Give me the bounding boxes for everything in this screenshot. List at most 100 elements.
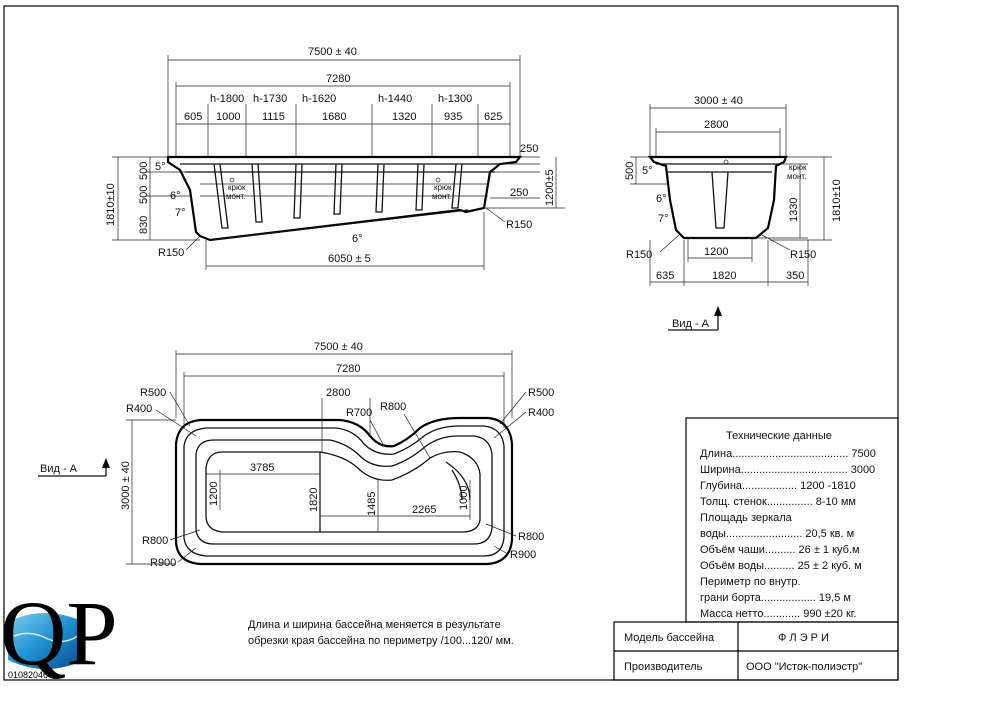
section-view-label: Вид - А (672, 318, 710, 330)
plan-inner-dim-1: 3785 (250, 462, 274, 474)
plan-shallow-zone (205, 451, 321, 533)
right-dim-1: 250 (520, 143, 538, 155)
segment-4: 1680 (322, 111, 346, 123)
section-angle-5: 5° (642, 165, 653, 177)
dim-right (484, 156, 565, 209)
section-angle-7: 7° (658, 213, 669, 225)
tech-row-10: грани борта.................. 19,5 м (700, 592, 851, 604)
plan-total-length: 7500 ± 40 (314, 341, 363, 353)
hook-mark-right (435, 177, 441, 183)
dim-inner-length (175, 82, 511, 157)
angle-6: 6° (170, 190, 181, 202)
section-hook-text-1: крюк (789, 163, 807, 172)
dim-segments (176, 104, 510, 157)
note-line-2: обрезки края бассейна по периметру /100.… (248, 635, 514, 647)
angle-5: 5° (155, 161, 166, 173)
dim-section-left (630, 156, 668, 185)
side-hook-text-1: крюк (228, 183, 246, 192)
plan-radius-1: R500 (140, 387, 166, 399)
maker-label: Производитель (624, 661, 703, 673)
plan-radius-9: R800 (518, 531, 544, 543)
section-radius-left: R150 (626, 249, 652, 261)
title-block-grid (614, 622, 898, 680)
depth-1: h-1800 (210, 93, 244, 105)
plan-inner-length: 7280 (336, 363, 360, 375)
plan-radius-5: R700 (346, 407, 372, 419)
dim-section-bottom (687, 238, 753, 262)
section-total-width: 3000 ± 40 (694, 95, 743, 107)
leader-section-r150-right (759, 233, 791, 251)
section-radius-right: R150 (790, 249, 816, 261)
plan-width: 3000 ± 40 (120, 461, 132, 510)
depth-4: h-1440 (378, 93, 412, 105)
tech-title: Технические данные (726, 430, 832, 442)
right-dim-3: 1200±5 (544, 169, 556, 206)
plan-radius-2: R400 (126, 403, 152, 415)
plan-rim-inner (183, 425, 505, 557)
section-bottom-dim-3: 350 (786, 270, 804, 282)
left-height-3: 830 (138, 216, 150, 234)
plan-radius-4: R400 (528, 407, 554, 419)
leader-r700 (369, 419, 385, 447)
leader-r900-left (177, 547, 197, 563)
side-hook-text-2: монт. (226, 192, 245, 201)
tech-row-6: воды......................... 20,5 кв. м (700, 528, 854, 540)
side-radius-right: R150 (506, 219, 532, 231)
segment-2: 1000 (216, 111, 240, 123)
logo-water-fill (8, 613, 84, 669)
segment-7: 625 (484, 111, 502, 123)
dim-section-width (649, 104, 787, 157)
side-view-outline (166, 155, 523, 242)
section-bottom-dim-1: 635 (656, 270, 674, 282)
tech-row-3: Глубина.................. 1200 -1810 (700, 480, 856, 492)
side-view-inner-lines (180, 163, 505, 241)
side-bottom-length: 6050 ± 5 (328, 253, 371, 265)
leader-r400-left (155, 409, 197, 437)
plan-step (195, 435, 493, 545)
section-depth: 1330 (788, 198, 800, 222)
qp-logo: QP 01082046 (0, 582, 118, 684)
plan-inner-dim-3: 1820 (308, 488, 320, 512)
dim-total-length (167, 55, 521, 157)
leader-r400-right (493, 411, 527, 439)
leader-section-r150-left (659, 233, 681, 253)
model-label: Модель бассейна (624, 632, 715, 644)
tech-row-4: Толщ. стенок............... 8-10 мм (700, 496, 856, 508)
drawing-frame (3, 5, 899, 681)
plan-radius-3: R500 (528, 387, 554, 399)
leader-r800-top (403, 413, 431, 459)
plan-view-arrow-head (102, 458, 110, 468)
side-inner-length: 7280 (326, 73, 350, 85)
side-hook-text-3: крюк (434, 183, 452, 192)
leader-r150-left (185, 235, 201, 251)
section-bottom-width: 1200 (704, 246, 728, 258)
section-outline (647, 155, 788, 240)
segment-5: 1320 (392, 111, 416, 123)
section-rib (711, 171, 729, 229)
section-total-height: 1810±10 (831, 179, 843, 222)
dim-plan-length (175, 350, 513, 418)
side-radius-left: R150 (158, 247, 184, 259)
depth-5: h-1300 (438, 93, 472, 105)
tech-row-9: Периметр по внутр. (700, 576, 801, 588)
plan-inner-dim-6: 1000 (458, 486, 470, 510)
side-hook-text-4: монт. (432, 192, 451, 201)
side-total-height: 1810±10 (105, 183, 117, 226)
tech-row-7: Объём чаши.......... 26 ± 1 куб.м (700, 544, 860, 556)
maker-value: ООО "Исток-полиэстр" (746, 661, 862, 673)
leader-r500-right (499, 391, 527, 425)
plan-view: 7500 ± 40 7280 2800 R500 R400 R500 R400 … (38, 341, 554, 569)
dim-bottom-length (205, 212, 485, 270)
dim-section-bottom-row (649, 240, 809, 286)
depth-2: h-1730 (253, 93, 287, 105)
section-view: крюк монт. 3000 ± 40 2800 500 5° 6° 7° 1… (624, 95, 843, 331)
dim-section-inner (655, 128, 781, 157)
segment-6: 935 (444, 111, 462, 123)
tech-row-11: Масса нетто............ 990 ±20 кг. (700, 608, 856, 620)
logo-letters: QP (0, 582, 118, 684)
segment-3: 1115 (262, 111, 285, 123)
dim-plan-width (126, 419, 176, 565)
model-value: Ф Л Э Р И (778, 632, 829, 644)
right-dim-2: 250 (510, 187, 528, 199)
